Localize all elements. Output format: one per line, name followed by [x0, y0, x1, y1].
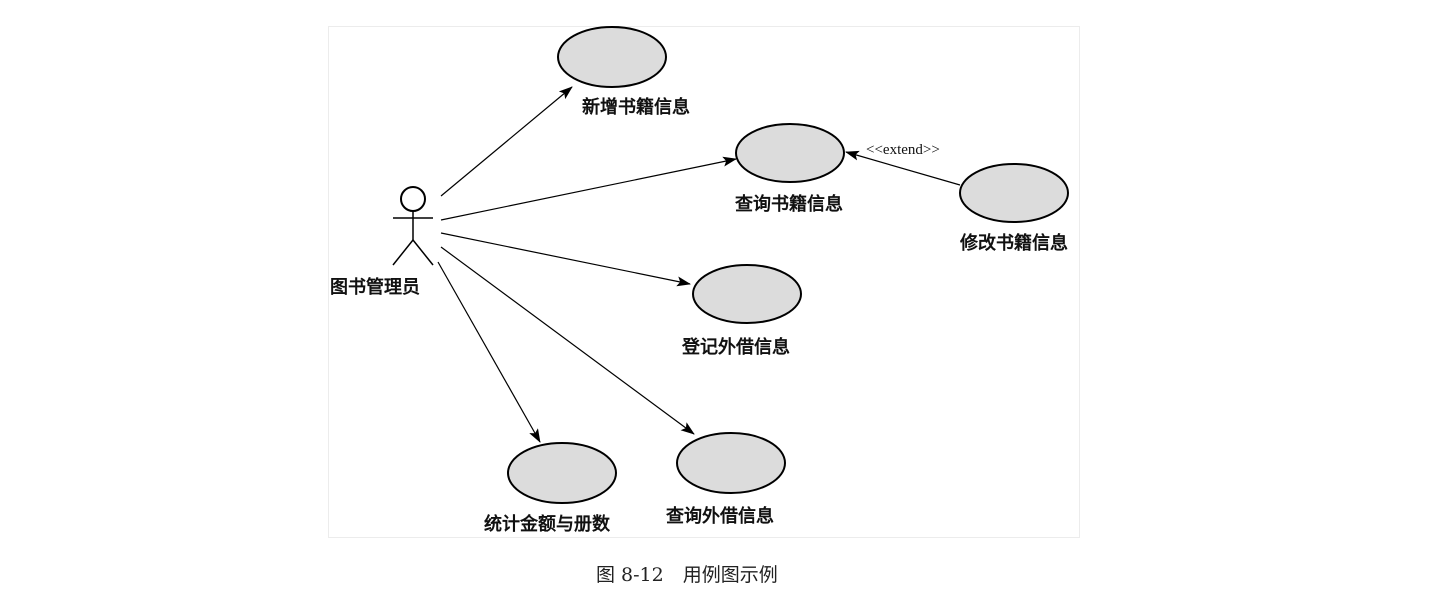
- use-case-query-book: 查询书籍信息: [735, 123, 845, 215]
- use-case-modify-book-label: 修改书籍信息: [959, 232, 1068, 254]
- actor-left-leg: [392, 239, 414, 266]
- association-query-book: [440, 156, 737, 221]
- use-case-stats-label: 统计金额与册数: [484, 513, 611, 535]
- use-case-modify-book: 修改书籍信息: [959, 163, 1069, 254]
- use-case-add-book-ellipse: [557, 26, 667, 88]
- association-stats: [437, 261, 541, 443]
- actor-head: [400, 186, 426, 212]
- use-case-add-book-label: 新增书籍信息: [582, 96, 690, 118]
- actor-right-leg: [412, 239, 434, 266]
- use-case-query-book-label: 查询书籍信息: [735, 193, 843, 215]
- use-case-register-loan-ellipse: [692, 264, 802, 324]
- association-register-loan: [440, 232, 691, 287]
- use-case-query-loan-label: 查询外借信息: [666, 505, 774, 527]
- use-case-query-book-ellipse: [735, 123, 845, 183]
- actor-label: 图书管理员: [330, 276, 420, 298]
- figure-caption: 图 8-12 用例图示例: [596, 564, 778, 586]
- association-query-loan: [440, 246, 695, 435]
- use-case-stats-ellipse: [507, 442, 617, 504]
- association-add-book: [440, 86, 573, 197]
- extend-relation: [845, 150, 961, 186]
- use-case-modify-book-ellipse: [959, 163, 1069, 223]
- actor-librarian: 图书管理员: [330, 186, 434, 298]
- use-case-add-book: 新增书籍信息: [557, 26, 690, 118]
- use-case-register-loan-label: 登记外借信息: [681, 336, 790, 358]
- use-case-query-loan: 查询外借信息: [666, 432, 786, 527]
- use-case-query-loan-ellipse: [676, 432, 786, 494]
- use-case-register-loan: 登记外借信息: [681, 264, 802, 358]
- use-case-stats: 统计金额与册数: [484, 442, 617, 535]
- extend-label: <<extend>>: [866, 142, 940, 158]
